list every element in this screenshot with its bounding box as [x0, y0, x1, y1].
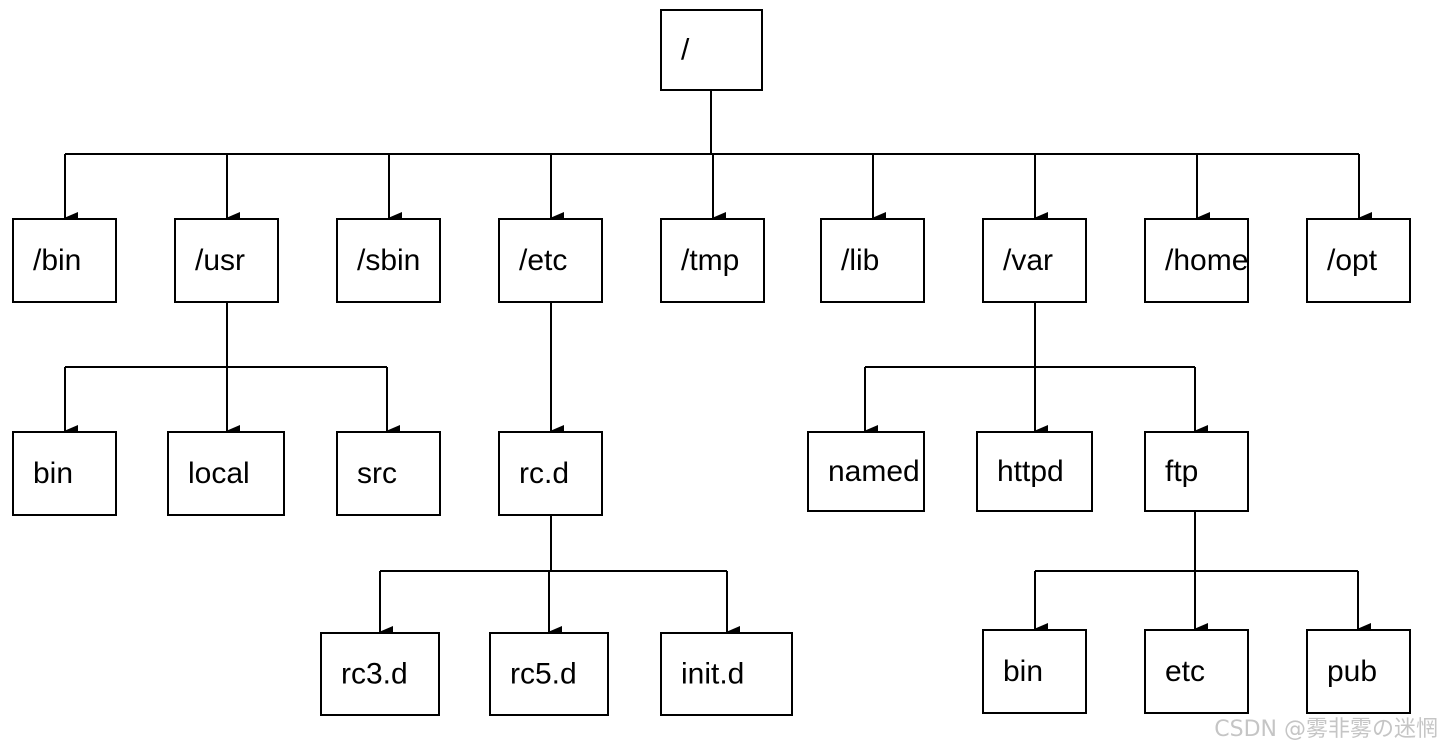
node-init-d: init.d [660, 632, 793, 716]
node-rc-d: rc.d [498, 431, 603, 516]
node-ftp-bin: bin [982, 629, 1087, 714]
node-rc3-d: rc3.d [320, 632, 440, 716]
node-init-d-label: init.d [681, 658, 744, 691]
node-var: /var [982, 218, 1087, 303]
node-root-box [660, 9, 763, 91]
node-ftp-pub: pub [1306, 629, 1411, 714]
node-opt-box [1306, 218, 1411, 303]
node-var-httpd-box [976, 431, 1093, 512]
node-opt: /opt [1306, 218, 1411, 303]
node-ftp-pub-label: pub [1327, 655, 1377, 688]
node-opt-label: /opt [1327, 244, 1378, 277]
node-bin-box [12, 218, 117, 303]
node-rc5-d-label: rc5.d [510, 658, 577, 691]
node-sbin-box [336, 218, 441, 303]
node-usr-src-label: src [357, 457, 397, 490]
node-home: /home [1144, 218, 1249, 303]
node-var-named-box [807, 431, 925, 512]
node-lib-label: /lib [841, 244, 879, 277]
node-var-ftp-label: ftp [1165, 455, 1198, 488]
node-usr-bin-label: bin [33, 457, 73, 490]
node-usr-box [174, 218, 279, 303]
directory-nodes: / /bin/usr/sbin/etc/tmp/lib/var/home/opt b… [12, 9, 1411, 716]
node-home-box [1144, 218, 1249, 303]
node-usr-bin: bin [12, 431, 117, 516]
watermark-text: CSDN @雾非雾の迷惘 [1214, 717, 1438, 742]
node-home-label: /home [1165, 244, 1248, 277]
node-init-d-box [660, 632, 793, 716]
node-rc3-d-label: rc3.d [341, 658, 408, 691]
node-etc-label: /etc [519, 244, 567, 277]
node-ftp-pub-box [1306, 629, 1411, 714]
node-etc-box [498, 218, 603, 303]
node-var-named: named [807, 431, 925, 512]
node-var-box [982, 218, 1087, 303]
node-ftp-etc: etc [1144, 629, 1249, 714]
node-root: / [660, 9, 763, 91]
node-ftp-bin-label: bin [1003, 655, 1043, 688]
node-rc5-d-box [489, 632, 609, 716]
node-usr-local-label: local [188, 457, 250, 490]
node-var-named-label: named [828, 455, 920, 488]
node-ftp-etc-label: etc [1165, 655, 1205, 688]
node-var-label: /var [1003, 244, 1053, 277]
node-rc-d-label: rc.d [519, 457, 569, 490]
node-rc5-d: rc5.d [489, 632, 609, 716]
node-tmp: /tmp [660, 218, 765, 303]
node-sbin: /sbin [336, 218, 441, 303]
node-root-label: / [681, 34, 690, 67]
node-var-ftp: ftp [1144, 431, 1249, 512]
node-usr-local-box [167, 431, 285, 516]
node-usr-src: src [336, 431, 441, 516]
node-lib: /lib [820, 218, 925, 303]
node-tmp-label: /tmp [681, 244, 739, 277]
node-var-ftp-box [1144, 431, 1249, 512]
node-usr-label: /usr [195, 244, 245, 277]
node-bin: /bin [12, 218, 117, 303]
node-usr-src-box [336, 431, 441, 516]
node-var-httpd-label: httpd [997, 455, 1064, 488]
node-ftp-etc-box [1144, 629, 1249, 714]
node-bin-label: /bin [33, 244, 81, 277]
node-var-httpd: httpd [976, 431, 1093, 512]
node-tmp-box [660, 218, 765, 303]
node-usr: /usr [174, 218, 279, 303]
node-etc: /etc [498, 218, 603, 303]
node-usr-local: local [167, 431, 285, 516]
node-usr-bin-box [12, 431, 117, 516]
node-sbin-label: /sbin [357, 244, 420, 277]
connector-lines [64, 90, 1372, 638]
node-rc-d-box [498, 431, 603, 516]
node-ftp-bin-box [982, 629, 1087, 714]
node-lib-box [820, 218, 925, 303]
node-rc3-d-box [320, 632, 440, 716]
